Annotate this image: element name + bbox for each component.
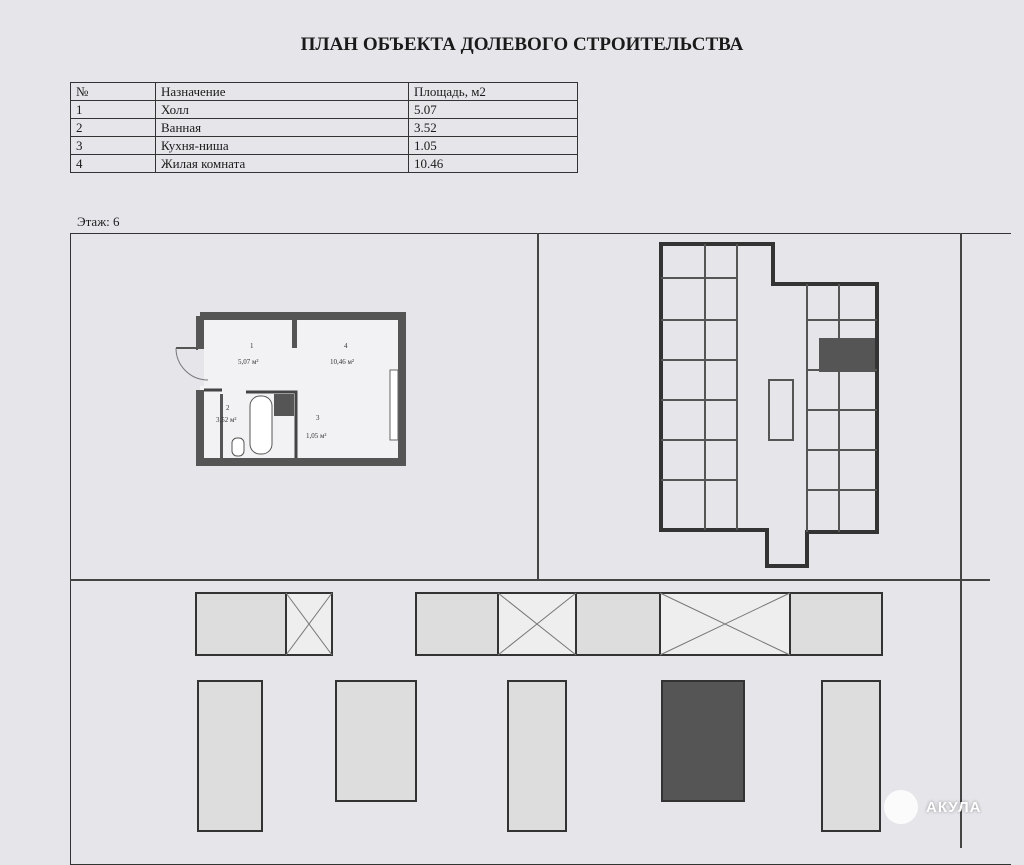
highlighted-apartment [819, 338, 875, 372]
cell-num: 2 [70, 118, 156, 137]
cell-area: 10.46 [408, 154, 578, 173]
cell-area: 1.05 [408, 136, 578, 155]
header-area: Площадь, м2 [408, 82, 578, 101]
apartment-plan: 1 5,07 м² 2 3,52 м² 3 1,05 м² 4 10,46 м² [175, 312, 406, 466]
document-title: ПЛАН ОБЪЕКТА ДОЛЕВОГО СТРОИТЕЛЬСТВА [300, 34, 744, 55]
room-4-number: 4 [344, 342, 348, 350]
room-1-area: 5,07 м² [238, 358, 259, 366]
floor-plan [659, 242, 879, 568]
floor-label: Этаж: 6 [77, 214, 120, 229]
room-4-area: 10,46 м² [330, 358, 354, 366]
room-2-number: 2 [226, 404, 230, 412]
cell-num: 3 [70, 136, 156, 155]
room-3-area: 1,05 м² [306, 432, 327, 440]
cell-purpose: Кухня-ниша [155, 136, 409, 155]
room-3-number: 3 [316, 414, 320, 422]
building-overview [195, 592, 883, 832]
cell-purpose: Холл [155, 100, 409, 119]
room-1-number: 1 [250, 342, 254, 350]
cell-area: 3.52 [408, 118, 578, 137]
cell-purpose: Жилая комната [155, 154, 409, 173]
divider-horizontal [70, 579, 990, 581]
watermark-text: АКУЛА [926, 798, 982, 816]
divider-vertical [537, 233, 539, 580]
cell-num: 1 [70, 100, 156, 119]
divider-right [960, 233, 962, 848]
watermark: АКУЛА [884, 790, 981, 824]
cell-purpose: Ванная [155, 118, 409, 137]
cell-num: 4 [70, 154, 156, 173]
table-header-row: № Назначение Площадь, м2 [70, 82, 578, 101]
cell-area: 5.07 [408, 100, 578, 119]
header-purpose: Назначение [155, 82, 409, 101]
room-2-area: 3,52 м² [216, 416, 237, 424]
header-num: № [70, 82, 156, 101]
shark-logo-icon [884, 790, 918, 824]
